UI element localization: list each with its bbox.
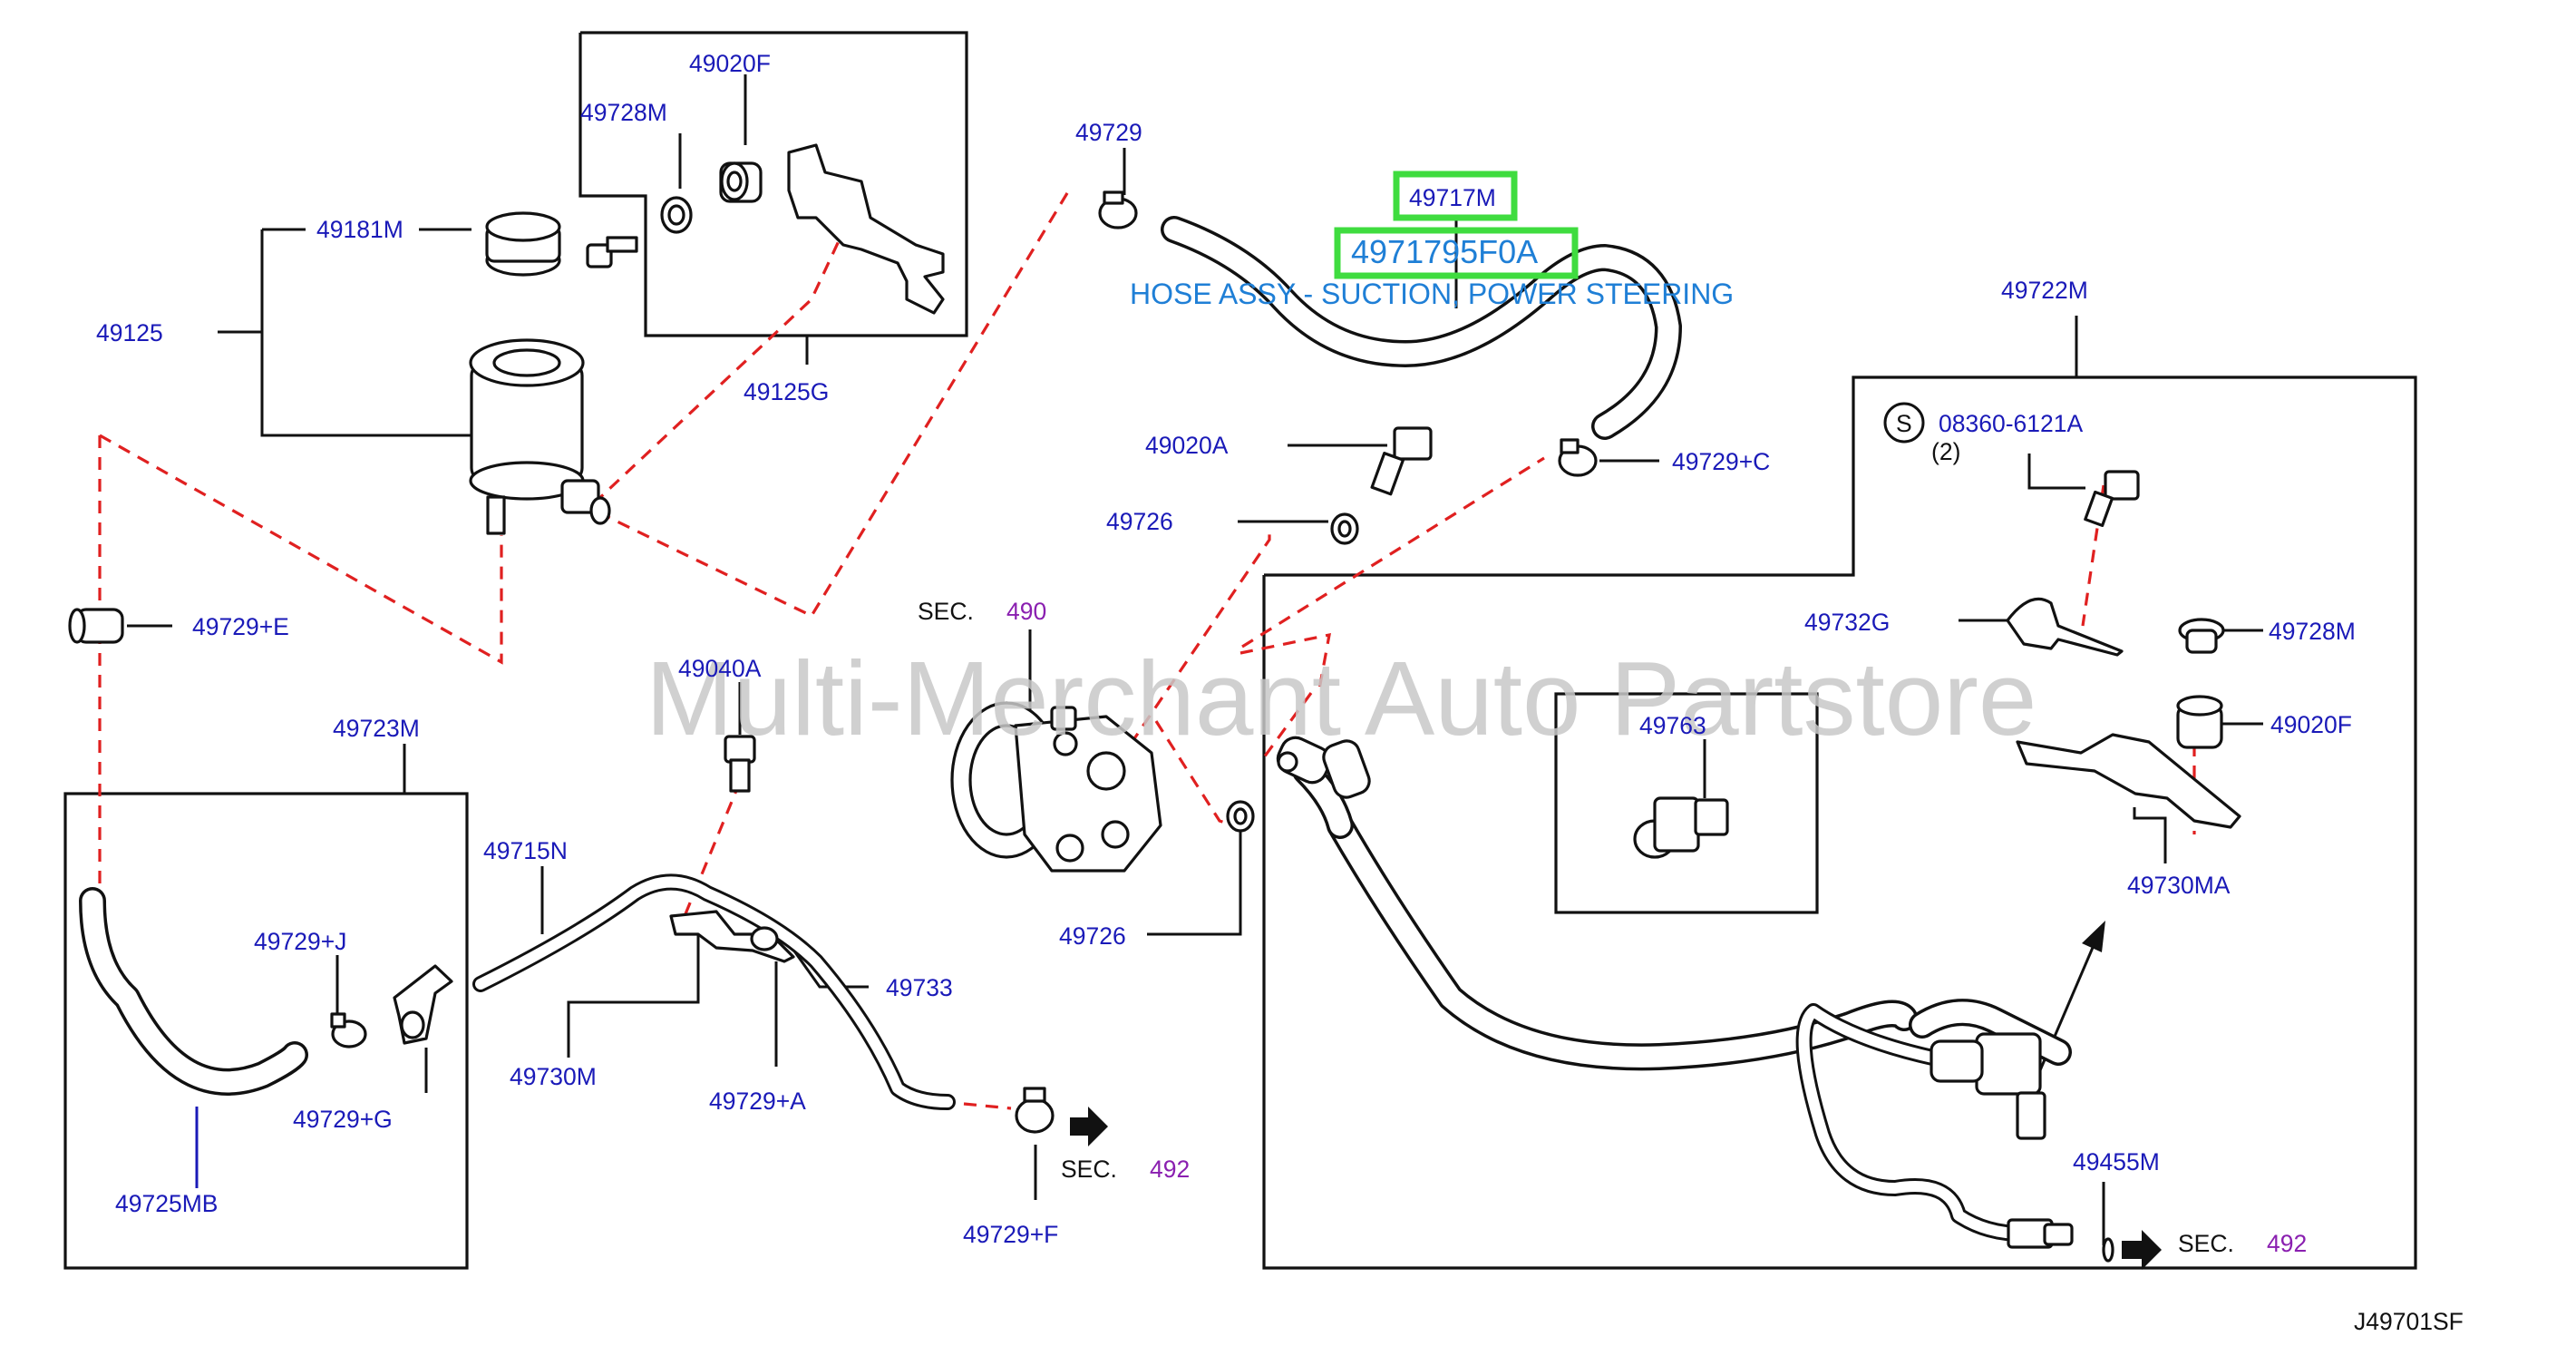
pressure-hose-box <box>1262 376 2417 1270</box>
flange-bolt <box>1370 426 1433 496</box>
clamp <box>68 608 124 644</box>
reservoir <box>469 338 611 535</box>
label-49455M[interactable]: 49455M <box>2073 1148 2160 1175</box>
power-steering-pump <box>950 701 1162 873</box>
clamp <box>750 926 779 951</box>
label-49733[interactable]: 49733 <box>886 974 953 1001</box>
label-49715N[interactable]: 49715N <box>483 837 568 864</box>
label-49726-top[interactable]: 49726 <box>1106 508 1173 535</box>
sec-word-490: SEC. <box>918 598 974 625</box>
highlight-box-catalog <box>1334 227 1579 279</box>
grommet <box>2178 618 2225 654</box>
label-49728M-right[interactable]: 49728M <box>2269 618 2356 645</box>
label-49725MB[interactable]: 49725MB <box>115 1190 218 1217</box>
part-labels: 49020F 49728M 49181M 49125 49125G 49729 … <box>96 50 2464 1335</box>
part-number-49717M[interactable]: 49717M <box>1409 184 1496 211</box>
frames <box>63 31 2417 1270</box>
label-49020F-top[interactable]: 49020F <box>689 50 771 77</box>
label-49125[interactable]: 49125 <box>96 319 163 346</box>
clamp <box>1558 438 1598 477</box>
sec-word-492-b: SEC. <box>2178 1230 2234 1257</box>
label-49726-bottom[interactable]: 49726 <box>1059 922 1126 950</box>
sec-492-link-b[interactable]: 492 <box>2267 1230 2307 1257</box>
screw-symbol-circle <box>1883 402 1925 444</box>
bolt <box>586 236 638 268</box>
sec-490-link[interactable]: 490 <box>1006 598 1046 625</box>
label-49020A[interactable]: 49020A <box>1145 432 1229 459</box>
label-49729A[interactable]: 49729+A <box>709 1088 806 1115</box>
label-49728M-top[interactable]: 49728M <box>580 99 667 126</box>
section-arrow <box>1070 1107 1108 1146</box>
bushing <box>719 161 763 203</box>
parts <box>68 143 2241 1270</box>
sec-word-492-a: SEC. <box>1061 1156 1117 1183</box>
label-49729C[interactable]: 49729+C <box>1672 448 1770 475</box>
screw-symbol: S <box>1896 410 1912 437</box>
label-08360-6121A[interactable]: 08360-6121A <box>1939 410 2083 437</box>
hose-fitting <box>1276 736 2074 1249</box>
label-49729F[interactable]: 49729+F <box>963 1221 1058 1248</box>
label-49763[interactable]: 49763 <box>1639 712 1706 739</box>
return-hose-box <box>63 792 469 1270</box>
clip <box>2006 597 2124 657</box>
label-49729[interactable]: 49729 <box>1075 119 1142 146</box>
grommet <box>660 196 693 234</box>
highlight-box-part <box>1393 171 1518 221</box>
label-49722M[interactable]: 49722M <box>2001 277 2088 304</box>
clamp <box>393 964 453 1045</box>
label-49020F-right[interactable]: 49020F <box>2270 711 2352 738</box>
part-description: HOSE ASSY - SUCTION, POWER STEERING <box>1130 278 1734 310</box>
label-08360-qty: (2) <box>1931 438 1960 465</box>
bracket <box>2016 733 2241 829</box>
label-49730M[interactable]: 49730M <box>510 1063 597 1090</box>
label-49729G[interactable]: 49729+G <box>293 1106 393 1133</box>
sec-492-link-a[interactable]: 492 <box>1150 1156 1190 1183</box>
label-49729E[interactable]: 49729+E <box>192 613 289 640</box>
reservoir-bracket <box>787 143 945 315</box>
hoses <box>79 216 2072 1242</box>
label-49125G[interactable]: 49125G <box>744 378 829 405</box>
label-49181M[interactable]: 49181M <box>316 216 403 243</box>
label-49723M[interactable]: 49723M <box>333 715 420 742</box>
catalog-number[interactable]: 4971795F0A <box>1351 233 1538 270</box>
label-49730MA[interactable]: 49730MA <box>2127 872 2231 899</box>
watermark: Multi-Merchant Auto Partstore <box>646 639 2036 757</box>
red-dashed-leaders <box>98 188 2196 1110</box>
pressure-switch-box <box>1554 692 1819 914</box>
reservoir-bracket-box <box>578 31 968 337</box>
label-49040A[interactable]: 49040A <box>678 655 762 682</box>
highlight-callout: 49717M 4971795F0A HOSE ASSY - SUCTION, P… <box>1130 171 1734 310</box>
clamp <box>1098 190 1138 229</box>
label-49732G[interactable]: 49732G <box>1804 609 1890 636</box>
label-49729J[interactable]: 49729+J <box>254 928 346 955</box>
bolt <box>724 735 756 793</box>
bushing <box>2176 695 2223 749</box>
section-arrow <box>2122 1230 2162 1270</box>
pressure-switch <box>1633 796 1729 859</box>
bolt <box>2084 470 2140 527</box>
diagram-code: J49701SF <box>2354 1308 2464 1335</box>
reservoir-cap <box>485 211 561 277</box>
clamp <box>330 1012 367 1049</box>
clamp <box>1015 1087 1055 1134</box>
